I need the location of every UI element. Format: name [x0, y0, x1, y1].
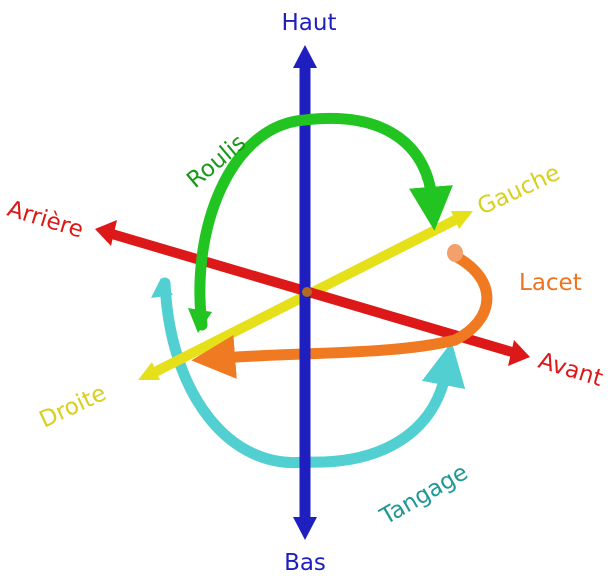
- roll-arrow: [188, 113, 453, 333]
- label-down: Bas: [284, 550, 326, 576]
- label-pitch: Tangage: [375, 459, 472, 530]
- label-front: Avant: [535, 348, 605, 392]
- label-right: Droite: [36, 380, 111, 433]
- label-yaw: Lacet: [519, 270, 582, 296]
- label-back: Arrière: [4, 196, 86, 244]
- origin-point: [302, 287, 312, 297]
- yaw-arrow: [191, 244, 493, 379]
- label-left: Gauche: [474, 160, 565, 221]
- longitudinal-axis: [95, 220, 530, 366]
- label-up: Haut: [282, 10, 337, 36]
